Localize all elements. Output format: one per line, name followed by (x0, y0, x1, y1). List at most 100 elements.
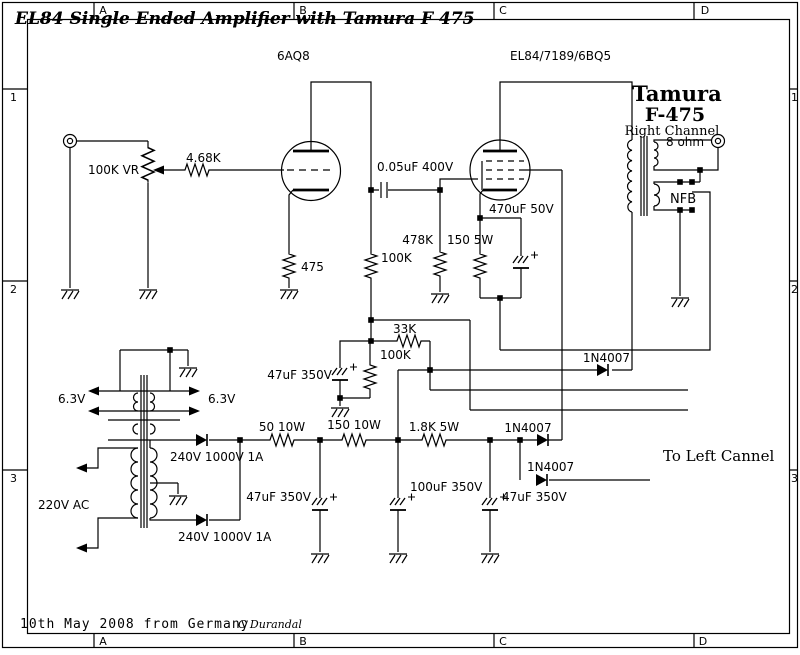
grid-stopper-resistor (182, 163, 212, 177)
zone-top-c: C (499, 4, 507, 17)
junction-node (677, 179, 683, 185)
footer-credit: C Durandal (238, 618, 302, 631)
label-volume-pot: 100K VR (88, 163, 139, 177)
zone-right-2: 2 (791, 283, 798, 296)
power-transformer: 6.3V 6.3V 220V AC 240V 1000V 1A 240V 100… (38, 347, 272, 553)
pot-wiper-arrow (153, 165, 164, 175)
junction-node (477, 215, 483, 221)
screen-feed-diode (536, 433, 549, 447)
label-to-left-channel: To Left Cannel (663, 447, 774, 465)
v2-cathode-resistor (473, 251, 487, 281)
label-diode-left-ch: 1N4007 (527, 460, 574, 474)
label-psu-c2: 100uF 350V (410, 480, 483, 494)
decouple-capacitor (331, 362, 358, 381)
label-decouple-c: 47uF 350V (267, 368, 332, 382)
junction-node (497, 295, 503, 301)
pt-heater-winding-left (132, 392, 139, 412)
output-transformer: Tamura F-475 Right Channel 8 ohm NFB 1N4… (430, 81, 726, 377)
junction-node (689, 179, 695, 185)
ground-symbol (178, 367, 198, 378)
ground-symbol (330, 407, 350, 418)
left-channel-diode (535, 473, 548, 487)
label-psu-r2: 150 10W (327, 418, 381, 432)
label-psu-r3: 1.8K 5W (409, 420, 459, 434)
interstage-network: 0.05uF 400V 100K 478K (364, 160, 478, 341)
label-mains: 220V AC (38, 498, 89, 512)
label-decouple-r: 33K (393, 322, 417, 336)
pt-primary-winding (130, 447, 139, 519)
zone-left-1: 1 (10, 91, 17, 104)
label-grid-stopper: 4.68K (186, 151, 222, 165)
footer: 10th May 2008 from Germany C Durandal (20, 617, 302, 632)
v1-plate-load-resistor (364, 251, 378, 281)
label-psu-r1: 50 10W (259, 420, 305, 434)
opt-core (640, 136, 648, 216)
zone-top-b: B (299, 4, 307, 17)
pt-mid-winding-right (149, 423, 156, 435)
opt-secondary-winding (653, 141, 659, 167)
label-v2-grid-r: 478K (402, 233, 434, 247)
label-tube-v2: EL84/7189/6BQ5 (510, 49, 611, 63)
decoupling-network: 33K 47uF 350V 100K (267, 317, 688, 440)
label-bleeder-r: 100K (380, 348, 412, 362)
v1-cathode-resistor (282, 251, 296, 281)
label-diode-opt: 1N4007 (583, 351, 630, 365)
schematic-title-halo: EL84 Single Ended Amplifier with Tamura … (14, 9, 475, 29)
label-opt-nfb: NFB (670, 192, 696, 207)
input-jack (62, 133, 78, 149)
tube-el84: EL84/7189/6BQ5 150 5W 470uF 50V (447, 49, 711, 440)
zone-bottom-a: A (99, 635, 107, 648)
v2-grid-resistor (433, 249, 447, 279)
rectifier-diode-2 (195, 513, 208, 527)
volume-pot-body (141, 144, 155, 184)
ground-symbol (310, 553, 330, 564)
label-opt-model: F-475 (645, 104, 705, 126)
label-opt-brand: Tamura (632, 81, 722, 106)
label-diode-screen: 1N4007 (504, 421, 551, 435)
junction-node (677, 207, 683, 213)
psu-filter-rail: 50 10W 150 10W 1.8K 5W 1N4007 47uF 350V … (246, 418, 774, 564)
schematic-title-text: EL84 Single Ended Amplifier with Tamura … (14, 9, 475, 29)
psu-resistor-1 (267, 433, 297, 447)
zone-bottom-c: C (499, 635, 507, 648)
pt-heater-winding-right (149, 392, 156, 412)
label-opt-tap: 8 ohm (666, 135, 704, 149)
label-rect-diode-2: 240V 1000V 1A (178, 530, 272, 544)
junction-node (337, 395, 343, 401)
zone-right-1: 1 (791, 91, 798, 104)
label-psu-c1: 47uF 350V (246, 490, 311, 504)
ground-symbol (138, 289, 158, 300)
zone-bottom-b: B (299, 635, 307, 648)
ground-symbol (480, 553, 500, 564)
zone-top-a: A (99, 4, 107, 17)
rectifier-diode-1 (195, 433, 208, 447)
psu-resistor-3 (419, 433, 449, 447)
ground-symbol (60, 289, 80, 300)
zone-left-3: 3 (10, 472, 17, 485)
zone-top-d: D (701, 4, 709, 17)
decouple-resistor (394, 334, 424, 348)
opt-feed-diode (596, 363, 609, 377)
ground-symbol (388, 553, 408, 564)
label-v1-cathode-r: 475 (301, 260, 324, 274)
ground-symbol (279, 289, 299, 300)
zone-right-3: 3 (791, 472, 798, 485)
junction-node (689, 207, 695, 213)
bleeder-resistor (363, 362, 377, 392)
label-rect-diode-1: 240V 1000V 1A (170, 450, 264, 464)
pt-core (140, 375, 148, 528)
psu-capacitor-2 (389, 492, 416, 511)
label-v2-cathode-c: 470uF 50V (489, 202, 554, 216)
label-heater-left: 6.3V (58, 392, 86, 406)
junction-node (167, 347, 173, 353)
schematic-title: EL84 Single Ended Amplifier with Tamura … (14, 9, 475, 29)
opt-primary-winding (626, 139, 633, 213)
junction-node (237, 437, 243, 443)
label-psu-c3: 47uF 350V (502, 490, 567, 504)
tube-6aq8: 6AQ8 475 (277, 49, 372, 300)
ground-symbol (670, 297, 690, 308)
footer-date: 10th May 2008 from Germany (20, 617, 250, 632)
label-heater-right: 6.3V (208, 392, 236, 406)
